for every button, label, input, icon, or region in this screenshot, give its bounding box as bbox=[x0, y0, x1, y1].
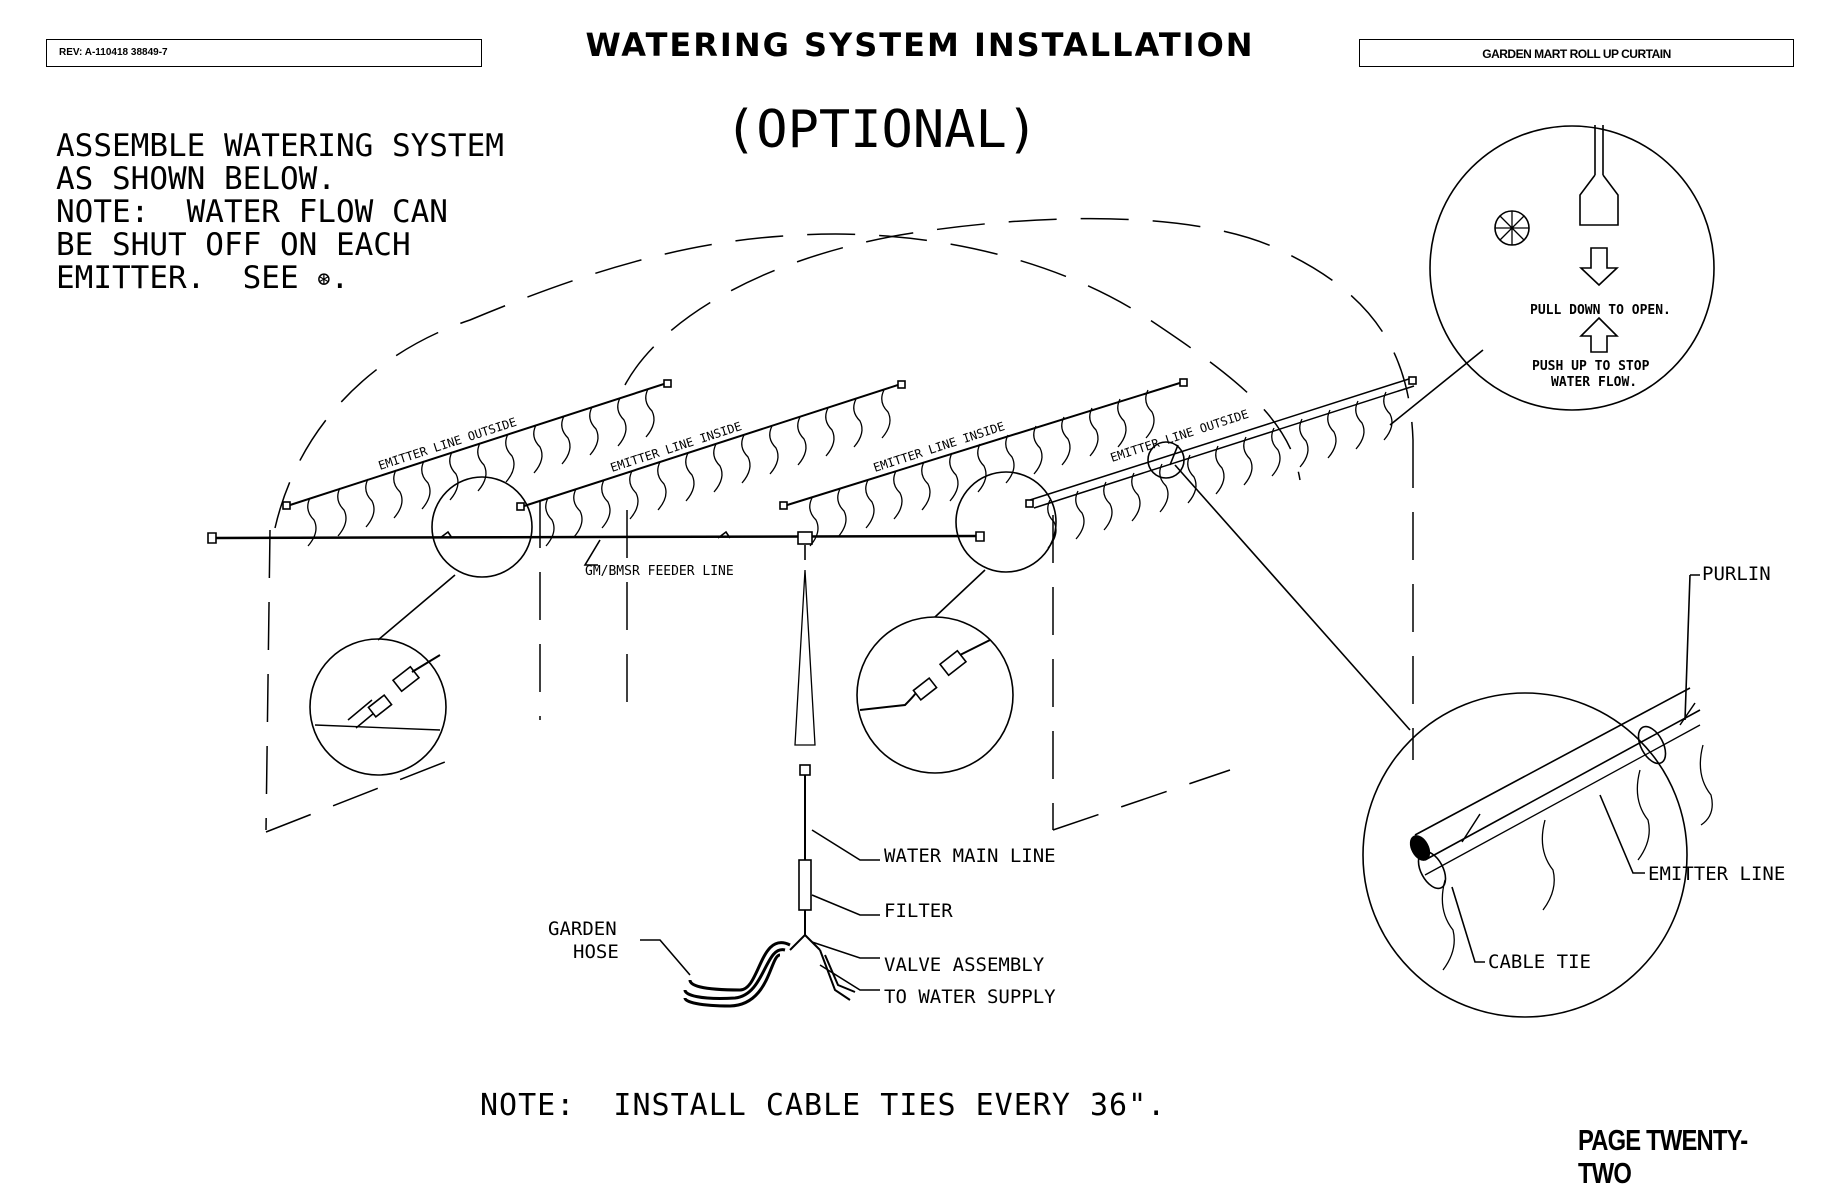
emitter-line-inside-right-label: EMITTER LINE INSIDE bbox=[872, 419, 1007, 475]
filter-label: FILTER bbox=[884, 900, 953, 922]
revision-text: REV: A-110418 38849-7 bbox=[59, 47, 168, 58]
valve-detail: PULL DOWN TO OPEN. PUSH UP TO STOP WATER… bbox=[1389, 125, 1715, 426]
feeder-line-label: GM/BMSR FEEDER LINE bbox=[585, 564, 734, 579]
feeder-line: GM/BMSR FEEDER LINE bbox=[207, 530, 985, 579]
emitter-line-inside-left-label: EMITTER LINE INSIDE bbox=[609, 419, 744, 475]
left-base bbox=[265, 759, 451, 833]
emitter-line-inside-right: EMITTER LINE INSIDE bbox=[779, 378, 1188, 510]
garden-hose-coil bbox=[683, 941, 791, 1008]
model-text: GARDEN MART ROLL UP CURTAIN bbox=[1482, 47, 1671, 61]
emitter-line-outside-right: EMITTER LINE OUTSIDE bbox=[1025, 376, 1417, 509]
emitter-line-callout: EMITTER LINE bbox=[1648, 863, 1785, 885]
instruction-line-3: NOTE: WATER FLOW CAN bbox=[56, 194, 448, 230]
optional-subtitle: (OPTIONAL) bbox=[725, 100, 1039, 160]
pull-down-text: PULL DOWN TO OPEN. bbox=[1530, 303, 1671, 318]
down-arrow-icon bbox=[1578, 247, 1620, 287]
water-main-line-label: WATER MAIN LINE bbox=[884, 845, 1056, 867]
footer-note: NOTE: INSTALL CABLE TIES EVERY 36". bbox=[480, 1088, 1167, 1123]
page-number: PAGE TWENTY-TWO bbox=[1578, 1125, 1748, 1190]
rear-arch bbox=[624, 217, 1414, 441]
instruction-line-1: ASSEMBLE WATERING SYSTEM bbox=[56, 128, 504, 164]
emitter-line-outside-left: EMITTER LINE OUTSIDE bbox=[282, 379, 672, 510]
valve-assembly-label: VALVE ASSEMBLY bbox=[884, 954, 1045, 976]
water-main-assembly bbox=[683, 545, 856, 1008]
callout-leaders bbox=[640, 829, 880, 991]
feeder-line-leader bbox=[583, 539, 601, 566]
right-base bbox=[1052, 769, 1231, 831]
left-front-post bbox=[265, 529, 271, 831]
garden-hose-label-2: HOSE bbox=[573, 941, 619, 963]
push-up-text-2: WATER FLOW. bbox=[1551, 375, 1637, 390]
revision-box: REV: A-110418 38849-7 bbox=[46, 39, 482, 67]
detail-circle-left-small bbox=[309, 476, 533, 776]
instruction-line-5: EMITTER. SEE ⊛. bbox=[56, 262, 504, 296]
up-arrow-icon bbox=[1579, 316, 1619, 353]
detail-circle-center-small bbox=[856, 471, 1057, 774]
purlin-detail bbox=[1147, 441, 1713, 1018]
garden-hose-label-1: GARDEN bbox=[548, 918, 617, 940]
model-box: GARDEN MART ROLL UP CURTAIN bbox=[1359, 39, 1794, 67]
to-water-supply-label: TO WATER SUPPLY bbox=[884, 986, 1056, 1008]
cable-tie-label: CABLE TIE bbox=[1488, 951, 1591, 973]
instruction-line-5-end: . bbox=[330, 260, 350, 296]
vertical-arrow bbox=[794, 569, 816, 746]
instruction-line-5-text: EMITTER. SEE bbox=[56, 260, 318, 296]
shutoff-symbol-icon: ⊛ bbox=[317, 267, 331, 292]
page-title: WATERING SYSTEM INSTALLATION bbox=[585, 26, 1255, 64]
instruction-line-2: AS SHOWN BELOW. bbox=[56, 161, 336, 197]
emitter-line-outside-left-label: EMITTER LINE OUTSIDE bbox=[377, 415, 519, 473]
emitter-drippers bbox=[307, 388, 1393, 549]
purlin-label: PURLIN bbox=[1702, 563, 1771, 585]
emitter-valve-icon bbox=[1579, 125, 1619, 226]
push-up-text-1: PUSH UP TO STOP bbox=[1532, 359, 1650, 374]
instruction-line-4: BE SHUT OFF ON EACH bbox=[56, 227, 411, 263]
